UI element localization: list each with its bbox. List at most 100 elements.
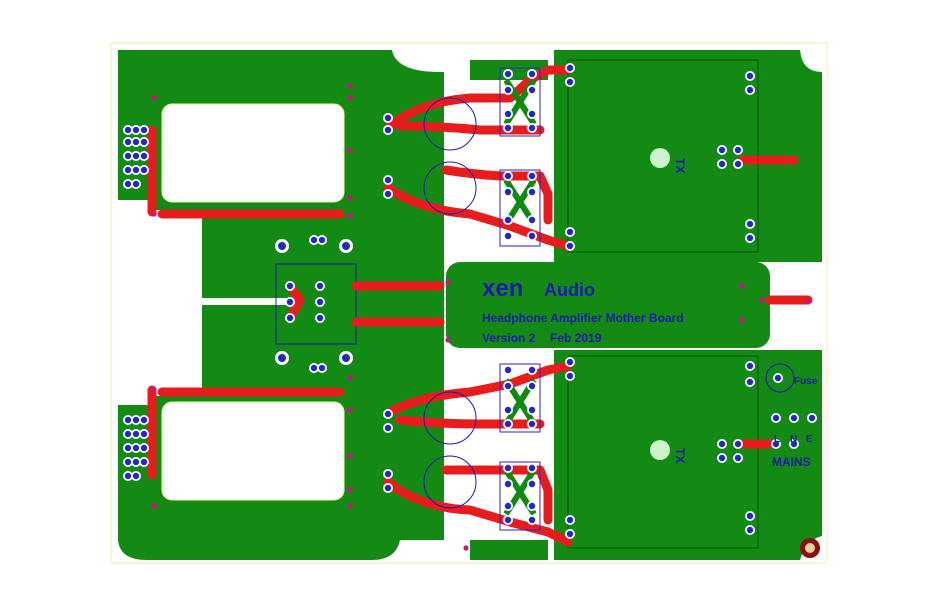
pad <box>316 282 324 290</box>
via <box>759 297 765 303</box>
keepout-cap-top <box>161 103 345 203</box>
via <box>805 299 811 305</box>
pad <box>504 124 512 132</box>
board-version: Version 2 <box>482 331 536 345</box>
cap-circle-1 <box>423 97 477 151</box>
fuse-circle <box>765 363 795 393</box>
pad <box>746 362 754 370</box>
pad <box>746 220 754 228</box>
cap-circle-2 <box>423 161 477 215</box>
transformer-bottom-outline <box>567 355 759 549</box>
pad <box>140 444 148 452</box>
tx-label-bottom: TX <box>673 448 687 463</box>
pad <box>384 190 392 198</box>
pad <box>140 430 148 438</box>
pad <box>566 530 574 538</box>
diode-outlines <box>499 67 541 531</box>
mains-label: MAINS <box>772 455 811 469</box>
pad <box>132 166 140 174</box>
pad <box>528 70 536 78</box>
pad <box>566 228 574 236</box>
pad <box>746 86 754 94</box>
via <box>151 387 157 393</box>
tx-label-top: TX <box>673 158 687 173</box>
pad <box>384 126 392 134</box>
pad <box>734 160 742 168</box>
pad <box>718 160 726 168</box>
pad <box>504 382 512 390</box>
pad <box>124 444 132 452</box>
via <box>151 211 157 217</box>
pad <box>384 410 392 418</box>
pad <box>566 78 574 86</box>
copper-pours <box>118 50 822 560</box>
diode-block-1 <box>499 67 541 137</box>
trace-bot-c <box>383 477 573 547</box>
via <box>347 487 353 493</box>
pad <box>528 366 536 374</box>
pad <box>286 282 294 290</box>
pad <box>132 138 140 146</box>
pad <box>316 298 324 306</box>
pad <box>528 188 536 196</box>
pad <box>504 480 512 488</box>
via <box>347 195 353 201</box>
pad <box>734 146 742 154</box>
diode-block-3 <box>499 363 541 433</box>
mount-hole-2-center <box>342 242 350 250</box>
trace-top-b <box>395 121 545 135</box>
pad <box>746 512 754 520</box>
pad <box>124 458 132 466</box>
pad <box>528 86 536 94</box>
pad <box>734 440 742 448</box>
copper-pour-label-panel <box>446 262 770 348</box>
pad <box>140 138 148 146</box>
pad <box>504 172 512 180</box>
pad <box>132 472 140 480</box>
via <box>445 337 451 343</box>
keepout-cap-bottom <box>161 401 345 501</box>
cap-circle-3 <box>423 391 477 445</box>
pad <box>528 502 536 510</box>
diode-block-4 <box>499 461 541 531</box>
mount-hole-1-center <box>278 242 286 250</box>
pad <box>384 484 392 492</box>
pad <box>504 86 512 94</box>
board-date: Feb 2019 <box>550 331 602 345</box>
pad <box>140 416 148 424</box>
pad <box>504 366 512 374</box>
cap-circle-4 <box>423 455 477 509</box>
pad <box>774 374 782 382</box>
pad <box>746 378 754 386</box>
pad <box>310 236 318 244</box>
pad <box>124 180 132 188</box>
via <box>739 283 745 289</box>
pad <box>124 472 132 480</box>
via <box>347 83 353 89</box>
brand-suffix: Audio <box>544 280 595 300</box>
via <box>347 147 353 153</box>
pad <box>746 526 754 534</box>
pad <box>140 458 148 466</box>
pad <box>772 440 780 448</box>
mains-pin-n: N <box>790 434 797 445</box>
via <box>347 453 353 459</box>
pad <box>132 430 140 438</box>
pad <box>504 502 512 510</box>
pad <box>384 176 392 184</box>
tx-centre-hole-top <box>650 148 670 168</box>
via <box>463 545 469 551</box>
pad <box>124 126 132 134</box>
mount-hole-4-center <box>342 354 350 362</box>
mains-pin-e: E <box>806 434 813 445</box>
pad <box>528 382 536 390</box>
silkscreen: xen Audio Headphone Amplifier Mother Boa… <box>482 158 818 469</box>
via <box>347 375 353 381</box>
via <box>151 503 157 509</box>
pad <box>140 152 148 160</box>
mains-pin-l: L <box>774 434 780 445</box>
capacitor-circles <box>423 97 795 509</box>
pad <box>566 516 574 524</box>
pads <box>123 63 817 551</box>
